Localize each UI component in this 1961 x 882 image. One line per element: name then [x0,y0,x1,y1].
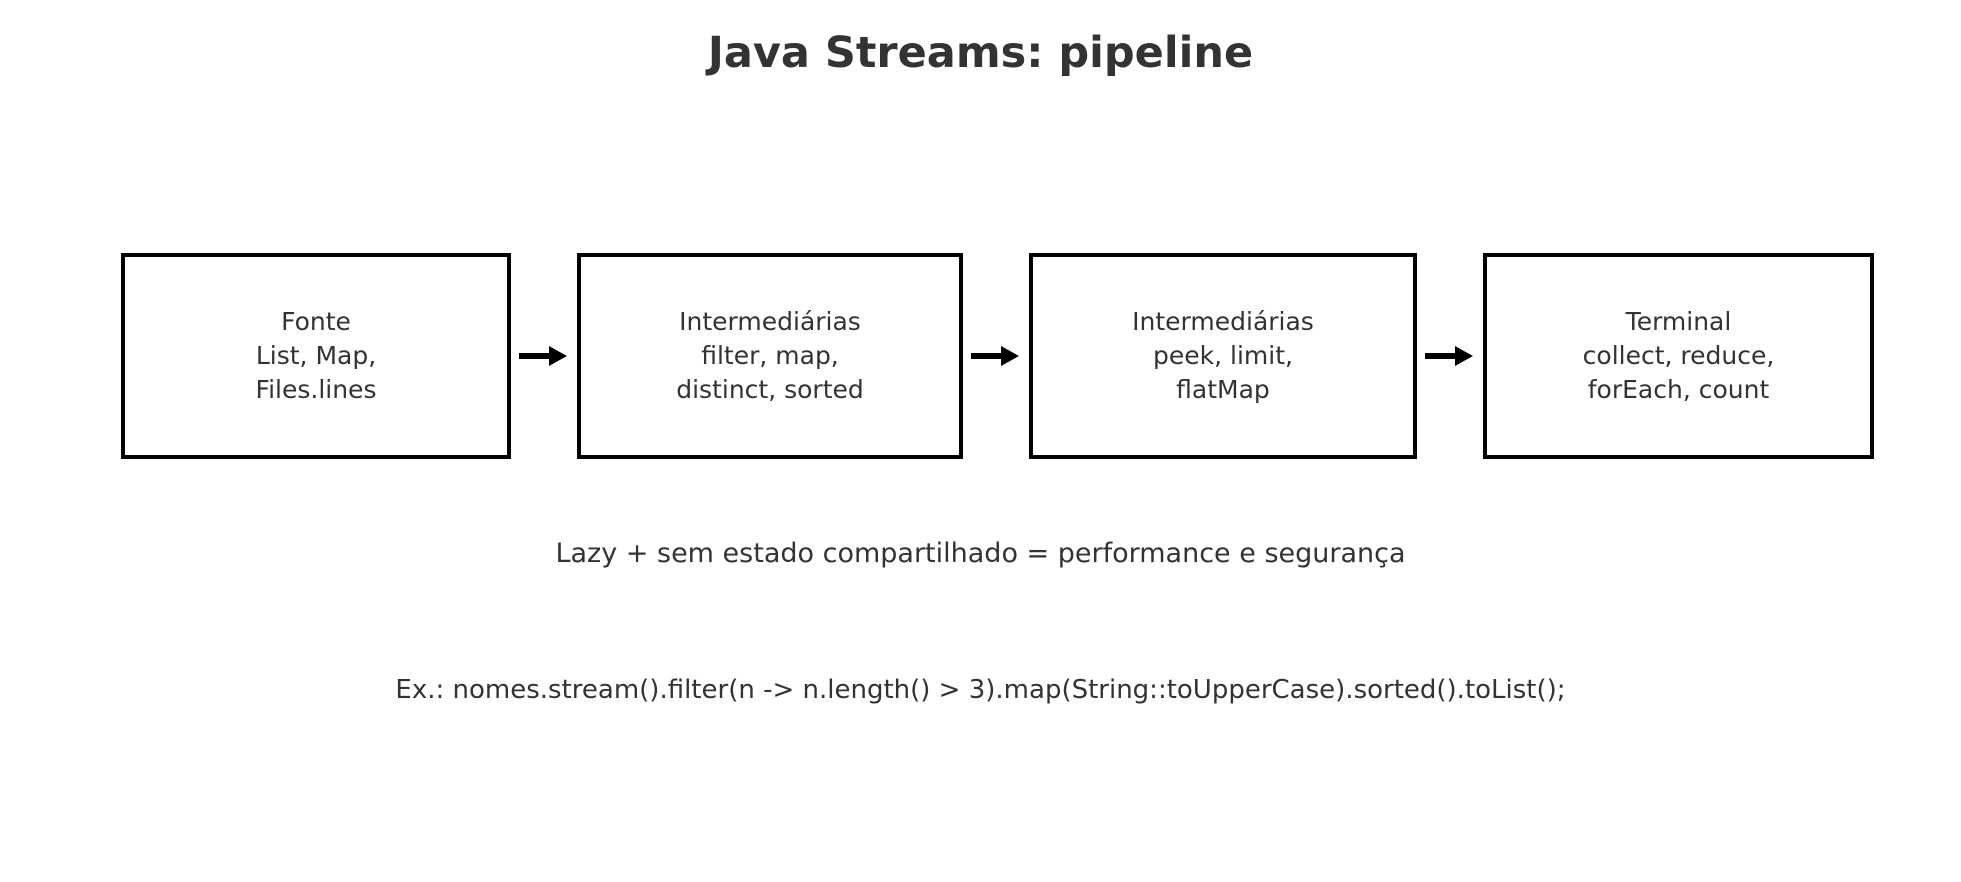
stage-detail-line-1: collect, reduce, [1582,341,1775,370]
stage-detail-line-1: List, Map, [255,341,377,370]
arrow-right-icon [963,253,1029,459]
stage-title: Fonte [281,307,351,336]
pipeline-caption: Lazy + sem estado compartilhado = perfor… [555,538,1406,569]
arrow-right-icon [1417,253,1483,459]
stage-title: Intermediárias [679,307,861,336]
stage-detail-line-2: flatMap [1176,375,1270,404]
code-example: Ex.: nomes.stream().filter(n -> n.length… [395,675,1566,705]
stage-detail-line-2: Files.lines [255,375,377,404]
stage-detail-line-1: filter, map, [701,341,839,370]
pipeline-stage-intermediate-2[interactable]: Intermediárias peek, limit, flatMap [1029,253,1417,459]
pipeline-stage-source[interactable]: Fonte List, Map, Files.lines [121,253,511,459]
stage-title: Terminal [1625,307,1732,336]
stage-detail-line-2: forEach, count [1587,375,1770,404]
arrow-right-icon [511,253,577,459]
page-title: Java Streams: pipeline [707,28,1254,78]
stage-title: Intermediárias [1132,307,1314,336]
pipeline-stage-terminal[interactable]: Terminal collect, reduce, forEach, count [1483,253,1874,459]
stage-detail-line-2: distinct, sorted [676,375,864,404]
stage-detail-line-1: peek, limit, [1153,341,1293,370]
pipeline-diagram: Fonte List, Map, Files.lines Intermediár… [121,253,1877,459]
pipeline-stage-intermediate-1[interactable]: Intermediárias filter, map, distinct, so… [577,253,963,459]
